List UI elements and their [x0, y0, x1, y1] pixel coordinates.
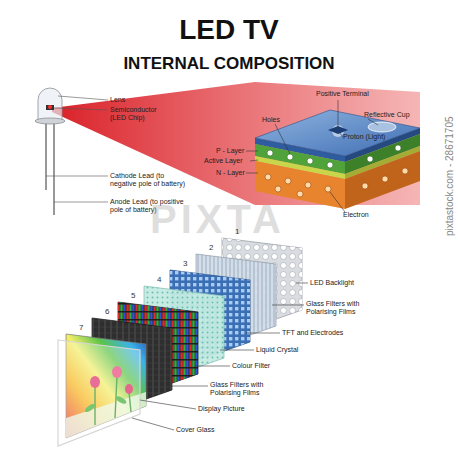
top-face	[255, 110, 420, 156]
leader-line	[58, 96, 108, 100]
callout-number: 1	[235, 227, 239, 236]
part-label: Reflective Cup	[364, 111, 410, 119]
electrons	[265, 168, 408, 197]
anode-lead	[53, 123, 55, 215]
callout-number: 6	[105, 307, 109, 316]
leader-line	[275, 124, 290, 154]
watermark: pixtastock.com - 28671705	[444, 116, 456, 236]
leader-line	[54, 108, 108, 110]
callout-number: 5	[131, 291, 135, 300]
part-label: Holes	[262, 116, 280, 124]
leader-lines	[46, 96, 108, 202]
leader-line	[54, 202, 108, 203]
part-label: Semiconductor (LED Chip)	[110, 106, 170, 122]
part-label: Display Picture	[198, 405, 245, 413]
part-label: Cathode Lead (to negative pole of batter…	[110, 172, 190, 188]
bulb-rim	[35, 118, 65, 124]
positive-terminal	[328, 126, 348, 134]
leader-line	[338, 100, 339, 127]
part-label: Glass Filters with Polarising Films	[306, 300, 376, 316]
leader-line	[296, 283, 308, 284]
electron	[305, 182, 311, 188]
chip-glow	[48, 105, 52, 109]
callout-number: 4	[157, 275, 161, 284]
part-label: P - Layer	[216, 147, 244, 155]
callout-number: 3	[183, 259, 187, 268]
leader-line	[246, 151, 258, 152]
electron	[297, 191, 303, 197]
part-label: Cover Glass	[176, 426, 215, 434]
part-label: Lens	[110, 96, 125, 104]
hole	[327, 162, 333, 168]
electron	[402, 168, 408, 174]
leader-line	[250, 160, 258, 161]
hole	[395, 145, 401, 151]
leader-line	[246, 173, 258, 174]
leader-line	[168, 386, 208, 387]
watermark: PIXTA	[150, 196, 285, 242]
semiconductor-block	[255, 110, 420, 209]
leader-lines	[246, 100, 378, 212]
electron	[275, 186, 281, 192]
n-layer	[345, 151, 420, 209]
part-label: Positive Terminal	[316, 90, 369, 98]
leader-line	[339, 132, 343, 137]
cathode-lead	[45, 123, 47, 190]
part-label: TFT and Electrodes	[282, 329, 343, 337]
part-label: Electron	[343, 211, 369, 219]
reflective-cup	[368, 122, 396, 132]
electron	[362, 183, 368, 189]
callout-number: 2	[209, 243, 213, 252]
cover-glass	[58, 340, 140, 446]
light-cone	[52, 82, 420, 205]
part-label: Glass Filters with Polarising Films	[210, 381, 280, 397]
leader-line	[46, 176, 108, 177]
electron	[325, 186, 331, 192]
led-chip	[46, 105, 54, 110]
electron	[285, 178, 291, 184]
leader-lines	[132, 283, 308, 430]
leader-line	[140, 400, 196, 409]
leader-line	[220, 350, 254, 351]
title: LED TV	[0, 14, 458, 46]
hole	[267, 150, 273, 156]
callout-number: 7	[79, 323, 83, 332]
part-label: Proton (Light)	[343, 133, 385, 141]
lens	[38, 88, 62, 120]
part-label: Active Layer	[204, 157, 243, 165]
leader-line	[132, 418, 174, 430]
leader-line	[194, 366, 230, 367]
hole	[367, 156, 373, 162]
part-label: Colour Filter	[232, 362, 270, 370]
part-label: LED Backlight	[310, 279, 354, 287]
electron	[265, 174, 271, 180]
leader-line	[246, 333, 280, 334]
leader-line	[272, 305, 304, 306]
subtitle: INTERNAL COMPOSITION	[0, 54, 458, 74]
hole	[287, 154, 293, 160]
hole	[307, 158, 313, 164]
part-label: N - Layer	[216, 169, 245, 177]
leader-line	[368, 119, 378, 125]
led-bulb	[35, 88, 65, 215]
leader-line	[330, 192, 345, 212]
electron	[382, 176, 388, 182]
part-label: Liquid Crystal	[256, 346, 298, 354]
